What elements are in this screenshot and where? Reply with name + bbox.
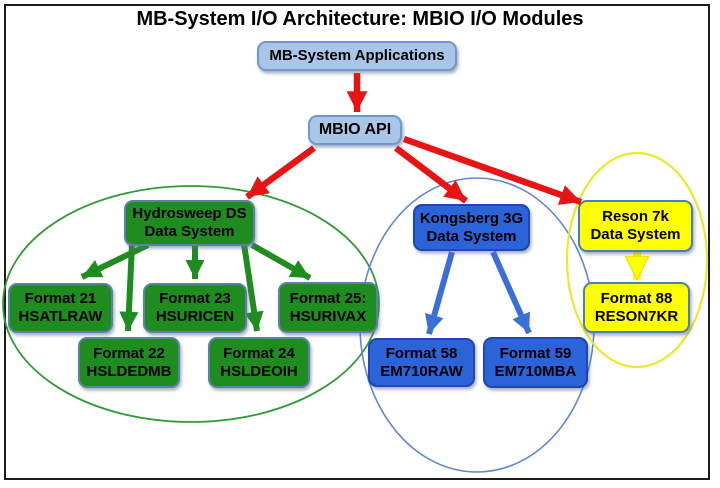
arrow-hydrosweep-to-format22 (119, 243, 139, 332)
node-format-24-hsldeoih: Format 24 HSLDEOIH (208, 337, 310, 388)
node-format-22-hsldedmb: Format 22 HSLDEDMB (78, 337, 180, 388)
node-label-line1: Reson 7k (602, 208, 669, 225)
node-label-line1: Kongsberg 3G (419, 209, 524, 227)
node-format-59-em710mba: Format 59 EM710MBA (483, 337, 588, 388)
node-label-line2: Data System (426, 227, 517, 245)
diagram-title: MB-System I/O Architecture: MBIO I/O Mod… (136, 8, 584, 30)
node-reson-7k-data-system: Reson 7k Data System (578, 200, 693, 252)
reson-group-ellipse (565, 151, 709, 369)
node-mb-system-applications: MB-System Applications (257, 41, 457, 71)
node-label-line1: Hydrosweep DS (132, 205, 247, 222)
node-label-line2: HSATLRAW (18, 308, 103, 325)
node-label-line1: Format 23 (159, 290, 231, 307)
node-label-line1: Format 21 (24, 290, 97, 307)
node-format-25-hsurivax: Format 25: HSURIVAX (278, 282, 378, 333)
node-label-line2: HSURIVAX (289, 307, 367, 325)
node-label-line1: Format 58 (385, 344, 458, 362)
hydrosweep-group-ellipse (2, 185, 380, 423)
arrow-hydrosweep-to-format24 (241, 243, 264, 332)
node-label-line1: Format 24 (223, 344, 295, 362)
node-label-line1: Format 25: (289, 289, 367, 307)
arrow-mbio-api-to-reson (402, 135, 583, 206)
node-label: MB-System Applications (269, 47, 445, 64)
node-format-88-reson7kr: Format 88 RESON7KR (583, 282, 690, 333)
arrow-mbio-api-to-kongsberg (394, 145, 468, 204)
node-hydrosweep-ds-data-system: Hydrosweep DS Data System (124, 200, 255, 246)
arrow-kongsberg-to-format58 (424, 251, 455, 335)
node-label-line2: HSURICEN (155, 308, 235, 325)
node-kongsberg-3g-data-system: Kongsberg 3G Data System (413, 204, 530, 251)
node-label-line2: Data System (144, 223, 235, 240)
node-format-58-em710raw: Format 58 EM710RAW (368, 338, 475, 387)
node-label: MBIO API (318, 121, 392, 138)
node-format-23-hsuricen: Format 23 HSURICEN (143, 283, 247, 333)
node-label-line2: HSLDEDMB (86, 362, 172, 380)
node-label-line2: Data System (590, 226, 681, 243)
node-label-line2: EM710RAW (380, 362, 463, 380)
arrow-kongsberg-to-format59 (490, 250, 532, 335)
node-format-21-hsatlraw: Format 21 HSATLRAW (8, 283, 113, 333)
arrow-mbio-api-to-hydrosweep (245, 145, 316, 200)
arrow-hydrosweep-to-format21 (80, 242, 150, 280)
diagram-border (4, 4, 710, 480)
node-label-line2: EM710MBA (494, 362, 577, 380)
node-mbio-api: MBIO API (308, 115, 402, 145)
arrow-hydrosweep-to-format25 (250, 242, 312, 281)
node-label-line2: RESON7KR (594, 307, 679, 325)
node-label-line1: Format 22 (93, 344, 165, 362)
node-label-line1: Format 88 (600, 289, 673, 307)
node-label-line1: Format 59 (499, 344, 572, 362)
node-label-line2: HSLDEOIH (220, 362, 298, 380)
